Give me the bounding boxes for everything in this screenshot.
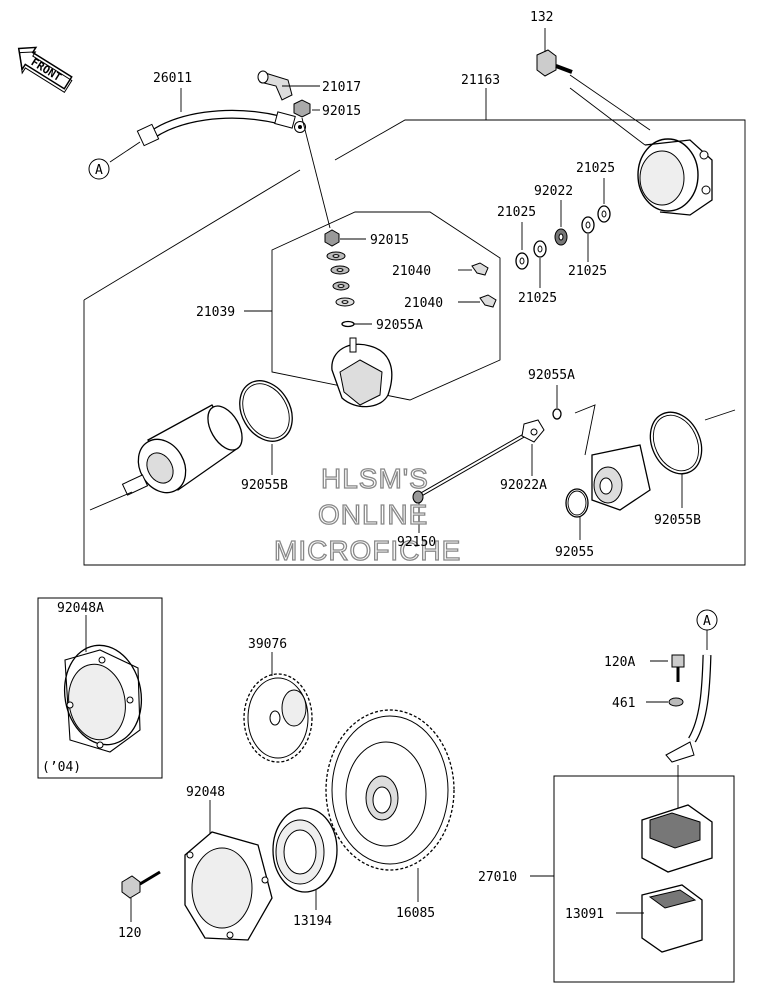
part-label-21025-b: 21025 <box>497 205 536 220</box>
terminal-cap <box>257 70 293 101</box>
clutch-cover-plate-92048 <box>184 831 273 941</box>
part-label-92015-mid: 92015 <box>370 233 409 248</box>
o-ring-92055a-right <box>552 408 562 420</box>
part-label-92055b-a: 92055B <box>241 478 288 493</box>
part-label-21025-c: 21025 <box>568 264 607 279</box>
part-label-461: 461 <box>612 696 635 711</box>
part-label-note-04: (’04) <box>42 760 81 775</box>
o-ring-92055b-right <box>649 411 703 475</box>
part-label-21039: 21039 <box>196 305 235 320</box>
part-label-92048a: 92048A <box>57 601 104 616</box>
front-direction-arrow: FRONT <box>17 46 73 94</box>
connector-a-label-lower: A <box>703 614 711 629</box>
brush-holder-frame <box>271 211 501 401</box>
part-label-16085: 16085 <box>396 906 435 921</box>
starter-cable <box>136 109 306 147</box>
connector-a-label-upper: A <box>95 163 103 178</box>
front-cover <box>591 444 651 511</box>
starter-relay <box>641 804 713 873</box>
connector-a-badge-upper <box>88 158 110 180</box>
part-label-92015-top: 92015 <box>322 104 361 119</box>
part-label-92055: 92055 <box>555 545 594 560</box>
terminal-nut-top <box>293 99 311 118</box>
relay-bolt-120a <box>671 654 685 682</box>
part-label-92055a-b: 92055A <box>528 368 575 383</box>
part-label-21163: 21163 <box>461 73 500 88</box>
part-label-27010: 27010 <box>478 870 517 885</box>
part-label-92022a: 92022A <box>500 478 547 493</box>
bolt-120 <box>121 870 161 899</box>
brush-plate <box>331 337 393 408</box>
watermark-line2: ONLINE <box>318 499 428 530</box>
part-label-13091: 13091 <box>565 907 604 922</box>
part-label-13194: 13194 <box>293 914 332 929</box>
starter-motor-body <box>89 404 243 511</box>
part-label-21040-b: 21040 <box>404 296 443 311</box>
washer-461 <box>668 697 684 707</box>
part-label-92022: 92022 <box>534 184 573 199</box>
starter-clutch-plate-92048a <box>63 644 143 753</box>
part-label-120: 120 <box>118 926 141 941</box>
part-label-39076: 39076 <box>248 637 287 652</box>
inset-box-92048a <box>37 597 163 779</box>
watermark-line3: MICROFICHE <box>274 535 461 566</box>
part-label-92150: 92150 <box>397 535 436 550</box>
o-ring-92055b-left <box>239 380 293 442</box>
part-label-120a: 120A <box>604 655 635 670</box>
part-label-92048: 92048 <box>186 785 225 800</box>
brush-springs <box>471 262 497 308</box>
long-bolt-92150 <box>412 419 545 504</box>
watermark-line1: HLSM'S <box>321 463 429 494</box>
part-label-92055a-a: 92055A <box>376 318 423 333</box>
part-label-26011: 26011 <box>153 71 192 86</box>
part-label-132: 132 <box>530 10 553 25</box>
part-label-21025-d: 21025 <box>518 291 557 306</box>
one-way-clutch <box>272 807 338 893</box>
part-label-21040-a: 21040 <box>392 264 431 279</box>
relay-cover-13091 <box>641 884 703 953</box>
shim-washers <box>515 205 611 270</box>
through-bolt-132 <box>536 49 573 77</box>
starter-driven-gear <box>325 709 455 871</box>
starter-assembly-frame <box>83 119 746 566</box>
part-label-21017: 21017 <box>322 80 361 95</box>
terminal-stack <box>324 229 355 328</box>
part-label-92055b-b: 92055B <box>654 513 701 528</box>
relay-cable <box>665 654 712 763</box>
part-label-21025-a: 21025 <box>576 161 615 176</box>
o-ring-92055 <box>565 488 589 518</box>
rear-cover <box>637 138 713 216</box>
idle-gear <box>243 673 313 763</box>
relay-box-27010 <box>553 775 735 983</box>
